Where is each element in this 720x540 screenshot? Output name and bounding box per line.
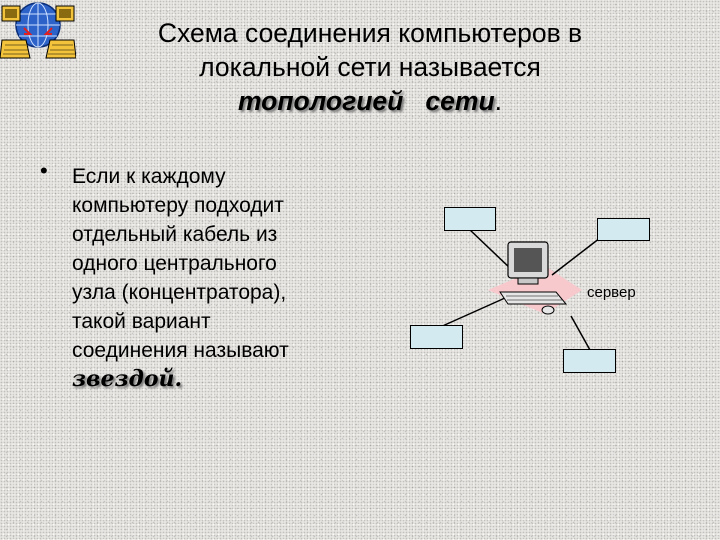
bullet-text: Если к каждому компьютеру подходит отдел… — [72, 162, 342, 394]
title-period: . — [494, 86, 503, 116]
title-line-2: локальной сети называется — [199, 52, 541, 82]
cable-line — [551, 237, 601, 276]
title-term: топологией сети — [237, 86, 495, 116]
cable-line — [468, 228, 513, 271]
cable-line — [437, 297, 506, 329]
bullet-line: Если к каждому — [72, 165, 226, 188]
slide-title: Схема соединения компьютеров в локальной… — [90, 16, 650, 118]
bullet-line: узла (концентратора), — [72, 281, 287, 304]
server-computer-icon — [499, 241, 568, 315]
cable-line — [570, 315, 591, 351]
bullet-line: такой вариант — [72, 310, 211, 333]
bullet-line: одного центрального — [72, 252, 277, 275]
server-label: сервер — [587, 284, 636, 301]
workstation-node-bottom-left — [410, 325, 463, 349]
bullet-line: соединения называют — [72, 339, 289, 362]
workstation-node-top-right — [597, 218, 650, 241]
bullet-line: компьютеру подходит — [72, 194, 284, 217]
title-line-1: Схема соединения компьютеров в — [157, 18, 583, 48]
bullet-emphasis: звездой. — [72, 366, 183, 392]
workstation-node-top-left — [444, 207, 496, 231]
title-line-3: топологией сети. — [90, 84, 650, 118]
workstation-node-bottom-right — [563, 349, 616, 373]
network-logo-icon — [0, 2, 76, 59]
bullet-icon: • — [40, 158, 48, 183]
bullet-line: отдельный кабель из — [72, 223, 278, 246]
